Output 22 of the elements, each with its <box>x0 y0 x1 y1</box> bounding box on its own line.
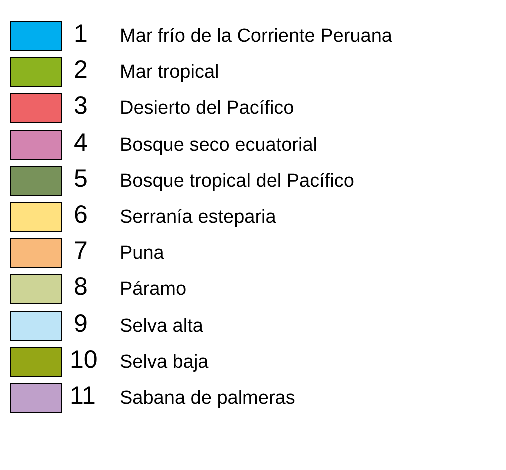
legend-label: Desierto del Pacífico <box>120 97 294 122</box>
legend-label: Mar frío de la Corriente Peruana <box>120 25 392 49</box>
legend-number: 4 <box>74 128 88 158</box>
legend-label: Sabana de palmeras <box>120 387 296 411</box>
legend-number: 6 <box>74 200 88 230</box>
legend-number: 10 <box>70 344 98 375</box>
legend-label: Selva baja <box>120 350 209 375</box>
legend-number: 11 <box>70 381 96 411</box>
legend-number: 5 <box>74 164 88 194</box>
legend-label: Páramo <box>120 278 187 302</box>
legend-label: Selva alta <box>120 314 204 339</box>
legend-label: Bosque tropical del Pacífico <box>120 170 354 194</box>
legend-label: Mar tropical <box>120 61 220 86</box>
legend-number: 2 <box>74 55 88 86</box>
legend-label: Bosque seco ecuatorial <box>120 134 318 158</box>
legend-label: Serranía esteparia <box>120 206 276 230</box>
legend-label: Puna <box>120 242 164 266</box>
legend-number: 9 <box>74 308 88 339</box>
legend-number: 3 <box>74 91 88 122</box>
legend-number: 7 <box>74 236 88 266</box>
legend-number: 8 <box>74 272 88 302</box>
legend-number: 1 <box>74 19 88 49</box>
